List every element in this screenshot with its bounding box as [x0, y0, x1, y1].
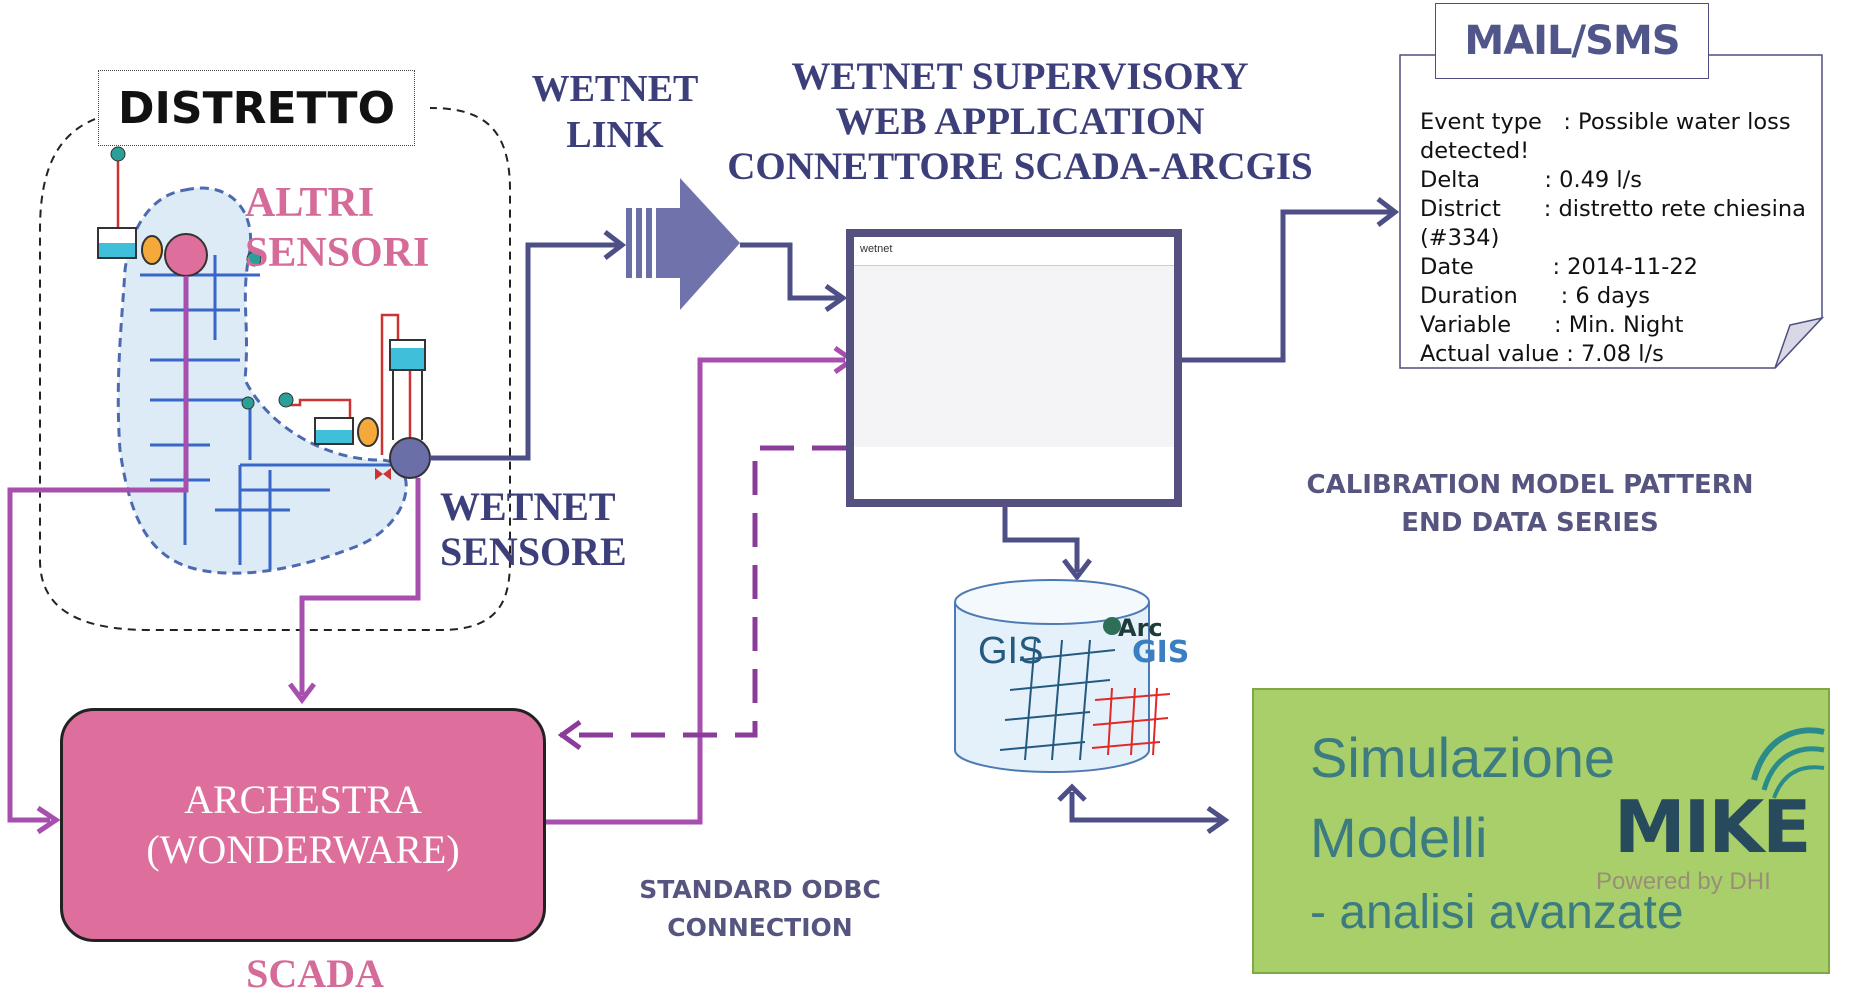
odbc-line1: STANDARD ODBC	[639, 875, 881, 904]
scada-archestra-box: ARCHESTRA (WONDERWARE)	[60, 708, 546, 942]
arc-logo-text: Arc	[1118, 614, 1163, 642]
mail-sms-title: MAIL/SMS	[1464, 18, 1680, 64]
wetnet-sensore-node	[389, 437, 431, 479]
calibration-line1: CALIBRATION MODEL PATTERN	[1306, 470, 1754, 500]
mail-line: Duration : 6 days	[1420, 283, 1650, 309]
arrowhead	[1062, 558, 1092, 582]
district-boundary	[39, 107, 511, 631]
small-sensor	[246, 251, 262, 267]
web-app-title: WETNET SUPERVISORY WEB APPLICATION CONNE…	[720, 54, 1320, 189]
arrowhead	[824, 283, 848, 313]
wetnet-sensore-line1: WETNET	[440, 484, 616, 529]
wetnet-link-line2: LINK	[566, 114, 664, 156]
web-app-navbar: wetnet	[854, 237, 1174, 266]
wetnet-sensore-line2: SENSORE	[440, 529, 627, 574]
small-sensor	[110, 146, 126, 162]
tank-pipes	[116, 150, 412, 455]
web-app-table	[854, 447, 1174, 499]
scada-line1: ARCHESTRA	[184, 777, 422, 822]
gis-database	[954, 579, 1171, 773]
mike-line2: Modelli	[1310, 806, 1488, 869]
mail-sms-body: Event type : Possible water loss detecte…	[1420, 108, 1840, 369]
mike-powered-by: Powered by DHI	[1596, 868, 1771, 895]
wetnet-sensore-label: WETNET SENSORE	[440, 484, 627, 574]
odbc-dashed-link	[560, 445, 846, 738]
mail-line: Variable : Min. Night	[1420, 312, 1684, 338]
tank-left	[97, 227, 137, 259]
wetnet-link-label: WETNET LINK	[515, 66, 715, 158]
web-app-title-line1: WETNET SUPERVISORY	[791, 55, 1249, 98]
altri-sensori-line1: ALTRI	[245, 180, 375, 226]
arrowhead	[1376, 197, 1400, 227]
arcgis-text: GIS	[1132, 635, 1190, 670]
tank-elevated	[389, 339, 426, 440]
valve-icon	[375, 468, 391, 480]
arrowhead	[603, 230, 627, 260]
scada-label: SCADA	[246, 951, 384, 996]
odbc-label: STANDARD ODBC CONNECTION	[580, 871, 940, 947]
calibration-line2: END DATA SERIES	[1401, 508, 1659, 538]
dhi-wave-icon	[1751, 727, 1825, 799]
distretto-title: DISTRETTO	[118, 82, 395, 134]
mail-sms-title-box: MAIL/SMS	[1435, 3, 1709, 79]
web-app-screenshot: wetnet	[846, 229, 1182, 507]
mike-line1: Simulazione	[1310, 726, 1616, 789]
mail-line: Date : 2014-11-22	[1420, 254, 1698, 280]
web-app-brand: wetnet	[860, 243, 893, 255]
arrowhead	[36, 805, 61, 835]
wetnet-link-line1: WETNET	[531, 68, 699, 110]
scada-connections	[7, 276, 845, 825]
arrowhead	[1057, 783, 1087, 802]
small-sensor	[278, 392, 294, 408]
wetnet-link-arrow	[626, 178, 740, 310]
wetnet-connections	[430, 209, 1392, 823]
altri-sensori-line2: SENSORI	[245, 230, 430, 276]
arrowhead	[1206, 805, 1230, 835]
altri-sensori-label: ALTRI SENSORI	[245, 178, 429, 278]
gis-left-text: GIS	[978, 630, 1044, 672]
mail-line: detected!	[1420, 138, 1530, 164]
mail-line: Event type : Possible water loss	[1420, 109, 1791, 135]
scada-line2: (WONDERWARE)	[146, 827, 460, 872]
mike-simulation-box: Simulazione Modelli - analisi avanzate M…	[1252, 688, 1830, 974]
web-app-title-line3: CONNETTORE SCADA-ARCGIS	[727, 145, 1313, 188]
mail-line: Actual value : 7.08 l/s	[1420, 341, 1664, 367]
district-area	[116, 186, 408, 575]
distretto-title-box: DISTRETTO	[98, 70, 415, 146]
mail-line: Delta : 0.49 l/s	[1420, 167, 1642, 193]
mike-line3: - analisi avanzate	[1310, 886, 1684, 939]
pump-left	[141, 235, 163, 265]
altri-sensori-node	[164, 233, 208, 277]
mike-logo: MIKE	[1614, 785, 1811, 869]
calibration-label: CALIBRATION MODEL PATTERN END DATA SERIE…	[1280, 466, 1780, 542]
odbc-line2: CONNECTION	[667, 913, 853, 942]
web-app-title-line2: WEB APPLICATION	[835, 100, 1205, 143]
mail-line: (#334)	[1420, 225, 1500, 251]
mail-note-fold	[1774, 316, 1825, 369]
arrowhead	[288, 682, 316, 705]
small-sensor	[241, 396, 255, 410]
pump-center	[357, 417, 379, 447]
tank-center	[314, 417, 354, 445]
mail-line: District : distretto rete chiesina	[1420, 196, 1806, 222]
arrowhead	[557, 719, 582, 751]
